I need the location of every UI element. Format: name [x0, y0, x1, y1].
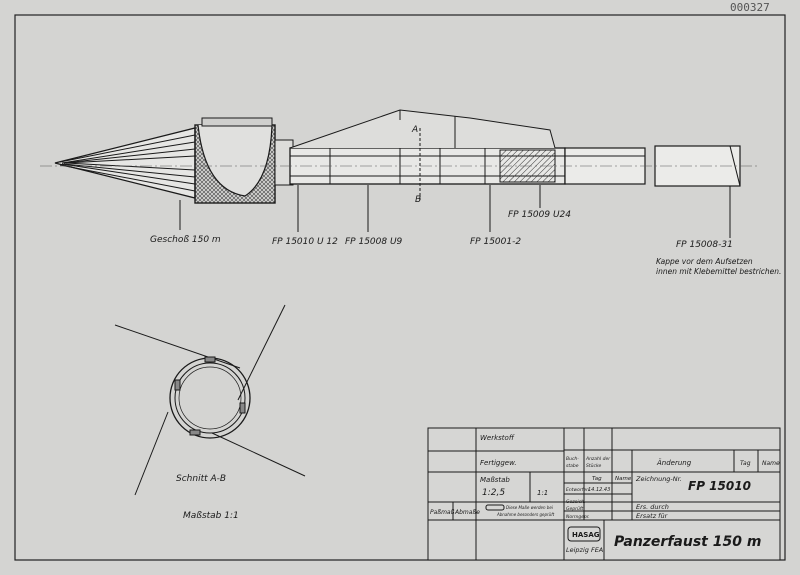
tb-anzahl2: Stücke — [586, 463, 602, 469]
tb-gezeichnet: Gezeich. — [566, 499, 585, 505]
label-kappe-line1: Kappe vor dem Aufsetzen — [656, 257, 753, 266]
tb-normgepr: Normgepr. — [566, 514, 590, 520]
tb-werkstoff: Werkstoff — [480, 434, 515, 442]
label-fp15008-31: FP 15008-31 — [676, 240, 733, 250]
tb-buchstabe: Buch- — [566, 456, 579, 462]
panzerfaust-longitudinal-section — [40, 109, 760, 238]
section-mark-b: B — [415, 195, 421, 205]
tb-passmass: Paßmaß — [430, 509, 455, 516]
label-fp15001: FP 15001-2 — [470, 237, 521, 247]
tb-zeichnung-nr-label: Zeichnung-Nr. — [635, 475, 682, 483]
tb-fertiggew: Fertiggew. — [480, 459, 517, 467]
tb-massstab-label: Maßstab — [480, 476, 510, 484]
tb-company: Leipzig FEA — [566, 546, 603, 554]
sheet-number: 000327 — [730, 1, 770, 14]
label-fp15008u9: FP 15008 U9 — [345, 237, 403, 247]
border-frame — [14, 14, 786, 561]
tb-buchstabe2: stabe — [566, 463, 579, 469]
section-mark-a: A — [411, 125, 418, 135]
tb-title: Panzerfaust 150 m — [614, 534, 761, 550]
tb-note-line2: Abnahme besonders geprüft — [496, 512, 555, 517]
tb-ersatz-fuer: Ersatz für — [636, 512, 669, 520]
tb-name-col: Name — [615, 476, 632, 482]
label-geschoss: Geschoß 150 m — [150, 235, 221, 245]
label-fp15010u12: FP 15010 U 12 — [272, 237, 338, 247]
tb-entworfen: Entworfen — [566, 487, 589, 493]
section-scale: Maßstab 1:1 — [183, 511, 239, 521]
tb-massstab-alt: 1:1 — [537, 489, 548, 497]
section-a-b-drawing — [114, 304, 306, 496]
label-kappe-line2: innen mit Klebemittel bestrichen. — [656, 267, 781, 276]
tb-aenderung: Änderung — [656, 458, 692, 467]
tb-ers-durch: Ers. durch — [636, 503, 669, 511]
tb-massstab-value: 1:2,5 — [482, 488, 505, 498]
title-block — [427, 427, 781, 561]
tb-entworfen-date: 14.12.43 — [588, 487, 610, 493]
label-fp15009u24: FP 15009 U24 — [508, 210, 571, 220]
tb-geprueft: Geprüft — [566, 506, 583, 512]
tb-abmasse: Abmaße — [454, 509, 480, 516]
tb-note-line1: Diese Maße werden bei — [506, 505, 554, 510]
hasag-logo: HASAG — [567, 526, 601, 542]
section-title: Schnitt A-B — [176, 474, 226, 484]
tb-anzahl: Anzahl der — [585, 456, 611, 462]
tb-tag-col: Tag — [592, 476, 602, 482]
tb-tag-header: Tag — [740, 460, 751, 467]
tb-name-header: Name — [762, 460, 780, 467]
logo-text: HASAG — [572, 531, 600, 539]
tb-zeichnung-nr: FP 15010 — [688, 479, 751, 493]
